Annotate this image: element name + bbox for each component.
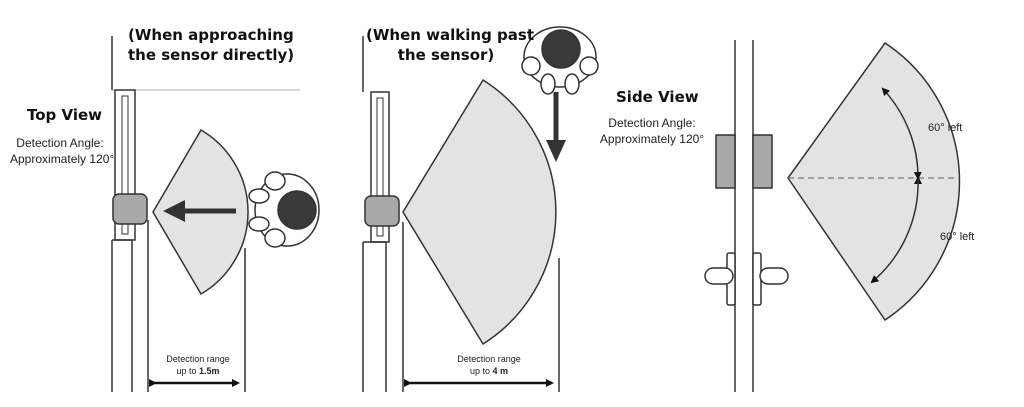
side-view-title: Side View	[616, 88, 699, 106]
upper-angle-label: 60° left	[928, 122, 963, 134]
upper-angle-arc	[881, 87, 922, 185]
door-edge-inner	[121, 95, 129, 235]
lower-angle-label: 60° left	[940, 231, 975, 243]
person-head	[277, 190, 317, 230]
walk-direction-arrowhead	[546, 140, 566, 162]
approach-heading: (When approaching the sensor directly)	[128, 26, 295, 64]
door-edge-inner	[376, 97, 384, 237]
top-view-title: Top View	[27, 106, 103, 124]
sensor-unit	[112, 193, 148, 225]
sensor-unit-inside	[715, 134, 736, 189]
approach-arrowhead	[163, 200, 185, 222]
person-figure	[248, 171, 320, 248]
lower-angle-arc	[870, 171, 922, 284]
approach-range-label: Detection range up to 1.5m	[166, 354, 230, 376]
top-view-angle-label: Detection Angle: Approximately 120°	[10, 136, 115, 166]
person-figure	[521, 26, 599, 95]
approach-panel	[111, 36, 320, 392]
sensor-unit-outside	[752, 134, 773, 189]
door-handle	[704, 252, 789, 306]
walk-past-heading: (When walking past the sensor)	[366, 26, 534, 64]
detection-zone	[402, 78, 557, 346]
side-view-angle-label: Detection Angle: Approximately 120°	[599, 116, 705, 146]
walk-past-panel	[362, 26, 599, 392]
side-view-panel	[704, 40, 961, 392]
sensor-unit	[364, 195, 400, 227]
walk-past-range-label: Detection range up to 4 m	[457, 354, 521, 376]
detection-zone	[787, 41, 961, 322]
person-head	[541, 29, 581, 69]
